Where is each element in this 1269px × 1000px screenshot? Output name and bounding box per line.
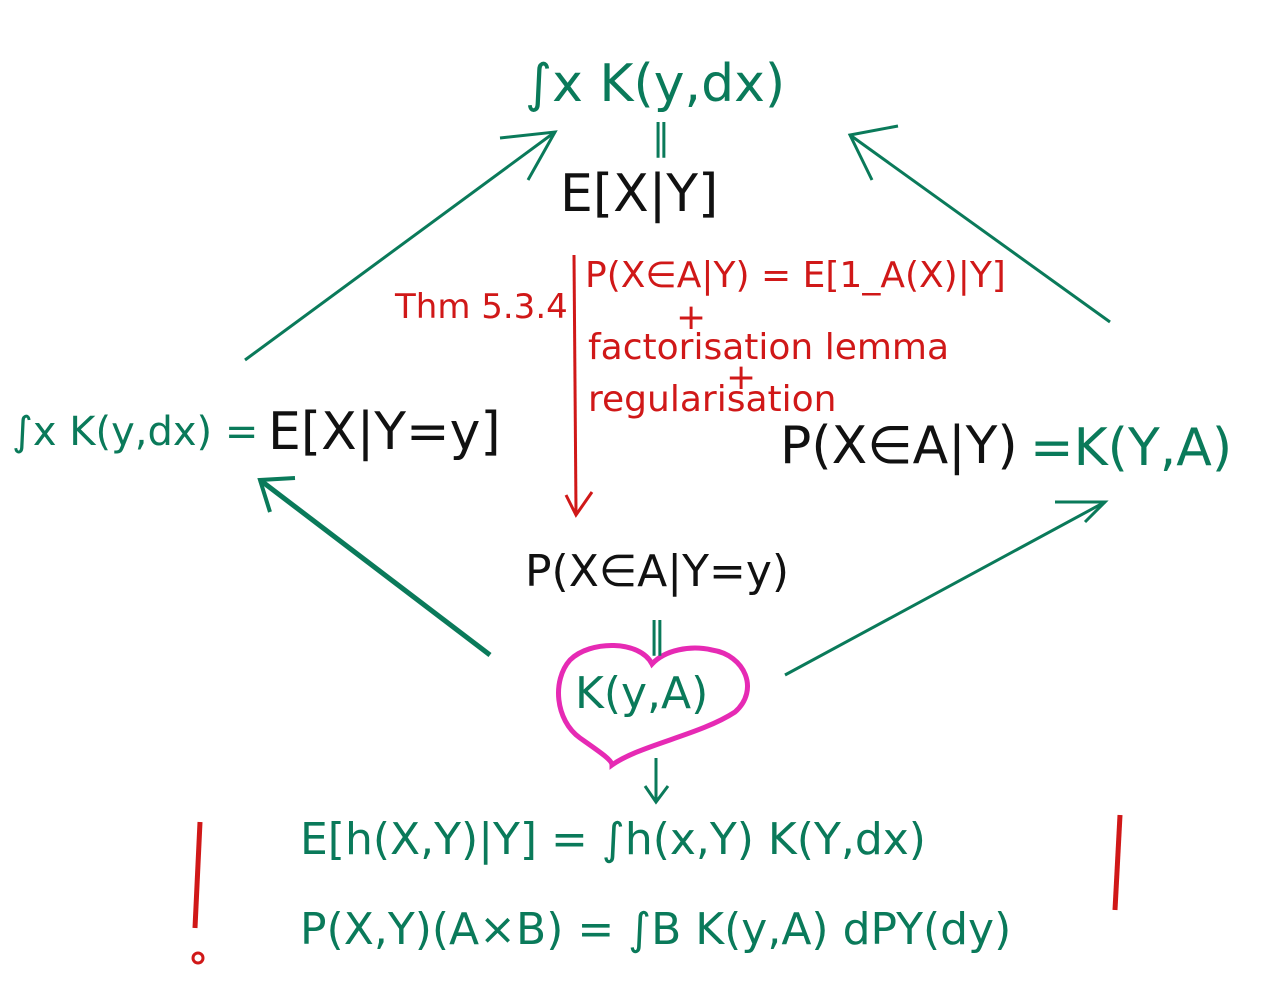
arrow-bottom-to-left <box>258 478 492 657</box>
right-kernel: =K(Y,A) <box>1030 418 1233 478</box>
arrowhead-right-to-top <box>847 124 899 181</box>
bottom-equals-sign: ‖ <box>648 615 666 656</box>
result-line-2: P(X,Y)(A×B) = ∫B K(y,A) dPY(dy) <box>300 904 1012 955</box>
left-integral: ∫x K(y,dx) = <box>12 409 259 455</box>
annotation-plus-1: + <box>676 297 707 338</box>
theorem-label: Thm 5.3.4 <box>395 287 568 327</box>
arrowhead-bottom-to-left <box>257 476 296 513</box>
arrowhead-left-to-top <box>499 130 558 181</box>
arrow-right-to-top <box>849 133 1111 324</box>
result-line-1: E[h(X,Y)|Y] = ∫h(x,Y) K(Y,dx) <box>300 814 926 865</box>
top-expectation: E[X|Y] <box>560 164 719 224</box>
arrowhead-kernel-down <box>643 785 670 805</box>
arrow-red-down <box>572 254 578 513</box>
annotation-plus-2: + <box>726 357 757 398</box>
arrow-bottom-to-right <box>784 500 1106 677</box>
annotation-line-1: P(X∈A|Y) = E[1_A(X)|Y] <box>585 255 1006 296</box>
annotation-line-2: factorisation lemma <box>588 327 950 368</box>
annotation-line-3: regularisation <box>588 379 837 420</box>
arrowhead-red-down <box>564 491 594 518</box>
exclamation-right-stroke <box>1112 814 1123 911</box>
bottom-probability: P(X∈A|Y=y) <box>525 546 790 597</box>
arrow-left-to-top <box>244 130 556 362</box>
heart-shape <box>556 643 750 770</box>
top-integral: ∫x K(y,dx) <box>525 54 786 114</box>
kernel-label: K(y,A) <box>575 668 709 719</box>
left-expectation: E[X|Y=y] <box>268 402 501 462</box>
exclamation-left-dot <box>191 951 205 965</box>
top-equals-sign: ‖ <box>652 117 670 158</box>
exclamation-left-stroke <box>192 821 203 929</box>
arrowhead-bottom-to-right <box>1055 500 1109 524</box>
right-probability: P(X∈A|Y) <box>780 416 1018 476</box>
